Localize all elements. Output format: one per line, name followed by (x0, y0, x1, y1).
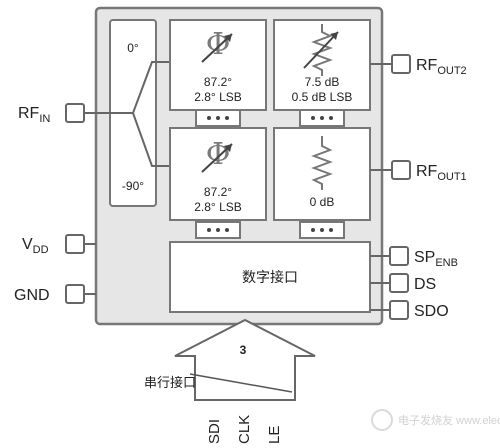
svg-text:Φ: Φ (206, 137, 231, 172)
attenuator-bottom-icon (311, 136, 333, 190)
attenuator-top-icon (303, 24, 339, 76)
splitter-bottom-label: -90° (122, 179, 144, 193)
serial-interface-label: 串行接口 (144, 375, 196, 390)
splitter-fork (120, 61, 170, 114)
vdd-pin (65, 234, 85, 254)
phase-shifter-top-lsb: 2.8° LSB (194, 90, 242, 104)
vdd-label: VDD (22, 236, 49, 256)
gnd-label: GND (14, 287, 50, 304)
serial-pin-sdi: SDI (206, 419, 223, 444)
serial-bus-arrow (174, 318, 316, 401)
attenuator-top-lsb: 0.5 dB LSB (292, 90, 353, 104)
sp-enb-pin (389, 246, 409, 266)
digital-interface-block (169, 241, 371, 313)
attenuator-top (273, 19, 371, 111)
rf-in-pin (65, 103, 85, 123)
control-dots (311, 228, 333, 232)
sp-enb-label: SPENB (414, 249, 458, 269)
phase-shifter-top-icon: Φ (201, 27, 233, 63)
bus-width-label: 3 (240, 343, 247, 357)
attenuator-top-value: 7.5 dB (305, 75, 340, 89)
rf-out1-label: RFOUT1 (416, 163, 467, 183)
rf-out2-pin (391, 54, 411, 74)
serial-pin-clk: CLK (236, 415, 253, 444)
rf-out2-label: RFOUT2 (416, 57, 467, 77)
control-dots (207, 228, 229, 232)
svg-text:Φ: Φ (206, 27, 231, 62)
control-dots (207, 116, 229, 120)
splitter-fork-lower (132, 112, 170, 167)
sdo-pin (389, 300, 409, 320)
watermark: 电子发烧友 www.elecfans.com (371, 409, 500, 431)
gnd-pin (65, 284, 85, 304)
ds-label: DS (414, 276, 436, 293)
bus-slash (189, 373, 293, 393)
splitter-top-label: 0° (127, 41, 139, 55)
sdo-label: SDO (414, 303, 449, 320)
rf-out1-pin (391, 160, 411, 180)
phase-shifter-top-value: 87.2° (204, 75, 232, 89)
phase-shifter-bottom-lsb: 2.8° LSB (194, 200, 242, 214)
control-dots (311, 116, 333, 120)
phase-shifter-bottom (169, 127, 267, 221)
phase-shifter-top (169, 19, 267, 111)
ds-pin (389, 273, 409, 293)
phase-shifter-bottom-value: 87.2° (204, 185, 232, 199)
watermark-text: 电子发烧友 www.elecfans.com (398, 413, 500, 427)
digital-interface-label: 数字接口 (242, 269, 298, 285)
rf-in-label: RFIN (18, 105, 50, 125)
phase-shifter-bottom-icon: Φ (201, 137, 233, 173)
attenuator-bottom-value: 0 dB (310, 195, 335, 209)
serial-pin-le: LE (266, 426, 283, 444)
